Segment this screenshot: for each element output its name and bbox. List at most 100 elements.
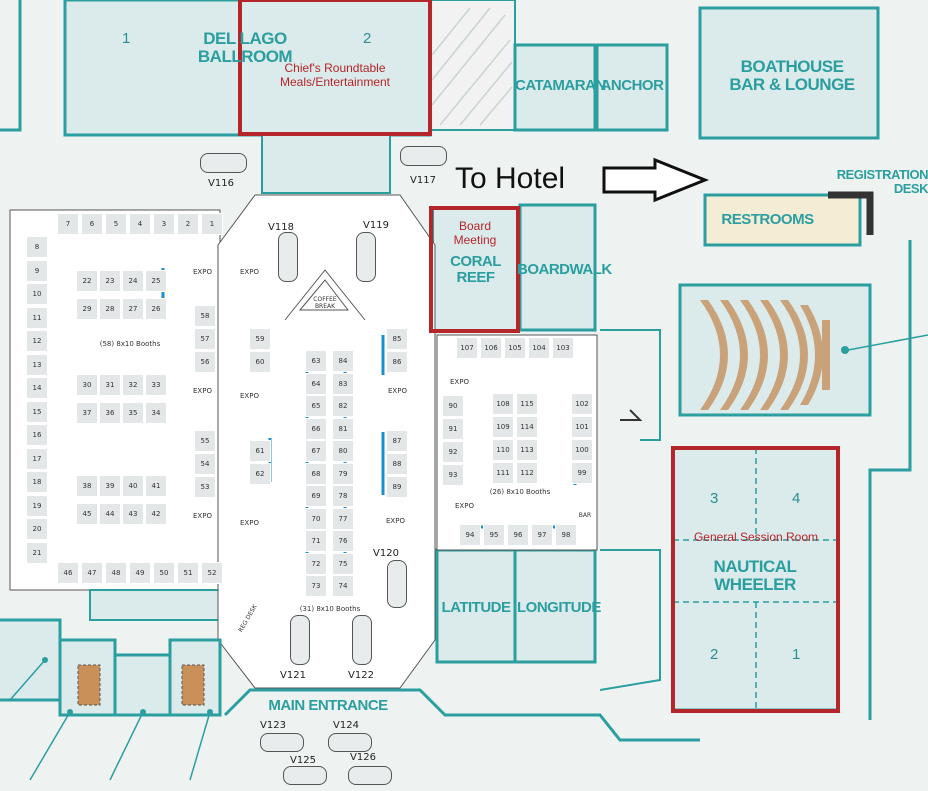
booth[interactable]: 1	[201, 213, 223, 235]
booth[interactable]: 31	[99, 374, 121, 396]
booth[interactable]: 56	[194, 351, 216, 373]
booth[interactable]: 109	[492, 416, 514, 438]
booth[interactable]: 93	[442, 464, 464, 486]
booth[interactable]: 39	[99, 475, 121, 497]
booth[interactable]: 99	[571, 462, 593, 484]
booth[interactable]: 20	[26, 518, 48, 540]
booth[interactable]: 21	[26, 541, 48, 564]
booth[interactable]: 42	[145, 503, 167, 525]
booth[interactable]: 16	[26, 424, 48, 446]
booth[interactable]: 90	[442, 395, 464, 417]
booth[interactable]: 60	[249, 351, 271, 373]
booth[interactable]: 78	[332, 485, 354, 507]
booth[interactable]: 96	[507, 524, 529, 546]
booth[interactable]: 24	[122, 270, 144, 292]
booth[interactable]: 8	[26, 236, 48, 258]
booth[interactable]: 6	[81, 213, 103, 235]
booth[interactable]: 63	[305, 350, 327, 372]
booth[interactable]: 73	[305, 575, 327, 597]
booth[interactable]: 76	[332, 530, 354, 552]
booth[interactable]: 68	[305, 462, 327, 485]
booth[interactable]: 11	[26, 306, 48, 329]
booth[interactable]: 53	[194, 476, 216, 498]
booth[interactable]: 17	[26, 447, 48, 470]
booth[interactable]: 74	[332, 575, 354, 597]
booth[interactable]: 52	[201, 562, 223, 584]
booth[interactable]: 104	[528, 337, 550, 359]
booth[interactable]: 22	[76, 270, 98, 292]
booth[interactable]: 102	[571, 393, 593, 415]
booth[interactable]: 48	[105, 562, 127, 584]
booth[interactable]: 97	[531, 524, 553, 546]
booth[interactable]: 3	[153, 213, 175, 235]
booth[interactable]: 37	[76, 402, 98, 424]
booth[interactable]: 32	[122, 374, 144, 396]
booth[interactable]: 15	[26, 400, 48, 423]
booth[interactable]: 18	[26, 471, 48, 493]
booth[interactable]: 57	[194, 328, 216, 350]
booth[interactable]: 71	[305, 530, 327, 552]
booth[interactable]: 80	[332, 440, 354, 462]
booth[interactable]: 69	[305, 485, 327, 507]
booth[interactable]: 95	[483, 524, 505, 546]
booth[interactable]: 43	[122, 503, 144, 525]
booth[interactable]: 61	[249, 440, 271, 462]
booth[interactable]: 30	[76, 374, 98, 396]
booth[interactable]: 33	[145, 374, 167, 396]
booth[interactable]: 111	[492, 462, 514, 484]
booth[interactable]: 115	[516, 393, 538, 415]
booth[interactable]: 106	[480, 337, 502, 359]
booth[interactable]: 36	[99, 402, 121, 424]
booth[interactable]: 94	[459, 524, 481, 546]
booth[interactable]: 45	[76, 503, 98, 525]
booth[interactable]: 72	[305, 552, 327, 575]
booth[interactable]: 14	[26, 377, 48, 399]
booth[interactable]: 64	[305, 372, 327, 395]
booth[interactable]: 105	[504, 337, 526, 359]
booth[interactable]: 4	[129, 213, 151, 235]
booth[interactable]: 84	[332, 350, 354, 372]
booth[interactable]: 98	[555, 524, 577, 546]
booth[interactable]: 41	[145, 475, 167, 497]
booth[interactable]: 46	[57, 562, 79, 584]
booth[interactable]: 70	[305, 507, 327, 530]
booth[interactable]: 86	[386, 351, 408, 373]
booth[interactable]: 83	[332, 372, 354, 395]
booth[interactable]: 55	[194, 430, 216, 452]
booth[interactable]: 49	[129, 562, 151, 584]
booth[interactable]: 67	[305, 440, 327, 462]
booth[interactable]: 7	[57, 213, 79, 235]
booth[interactable]: 110	[492, 439, 514, 461]
booth[interactable]: 28	[99, 298, 121, 320]
booth[interactable]: 29	[76, 298, 98, 320]
booth[interactable]: 27	[122, 298, 144, 320]
booth[interactable]: 12	[26, 330, 48, 352]
booth[interactable]: 9	[26, 259, 48, 282]
booth[interactable]: 38	[76, 475, 98, 497]
booth[interactable]: 44	[99, 503, 121, 525]
booth[interactable]: 50	[153, 562, 175, 584]
booth[interactable]: 23	[99, 270, 121, 292]
booth[interactable]: 85	[386, 328, 408, 350]
booth[interactable]: 89	[386, 476, 408, 498]
booth[interactable]: 40	[122, 475, 144, 497]
booth[interactable]: 88	[386, 453, 408, 475]
booth[interactable]: 5	[105, 213, 127, 235]
booth[interactable]: 92	[442, 441, 464, 463]
booth[interactable]: 65	[305, 395, 327, 417]
booth[interactable]: 35	[122, 402, 144, 424]
booth[interactable]: 87	[386, 430, 408, 452]
booth[interactable]: 19	[26, 494, 48, 517]
booth[interactable]: 2	[177, 213, 199, 235]
booth[interactable]: 114	[516, 416, 538, 438]
booth[interactable]: 59	[249, 328, 271, 350]
booth[interactable]: 103	[552, 337, 574, 359]
booth[interactable]: 51	[177, 562, 199, 584]
booth[interactable]: 108	[492, 393, 514, 415]
booth[interactable]: 13	[26, 353, 48, 376]
booth[interactable]: 107	[456, 337, 478, 359]
booth[interactable]: 34	[145, 402, 167, 424]
booth[interactable]: 79	[332, 462, 354, 485]
booth[interactable]: 10	[26, 283, 48, 305]
booth[interactable]: 77	[332, 507, 354, 530]
